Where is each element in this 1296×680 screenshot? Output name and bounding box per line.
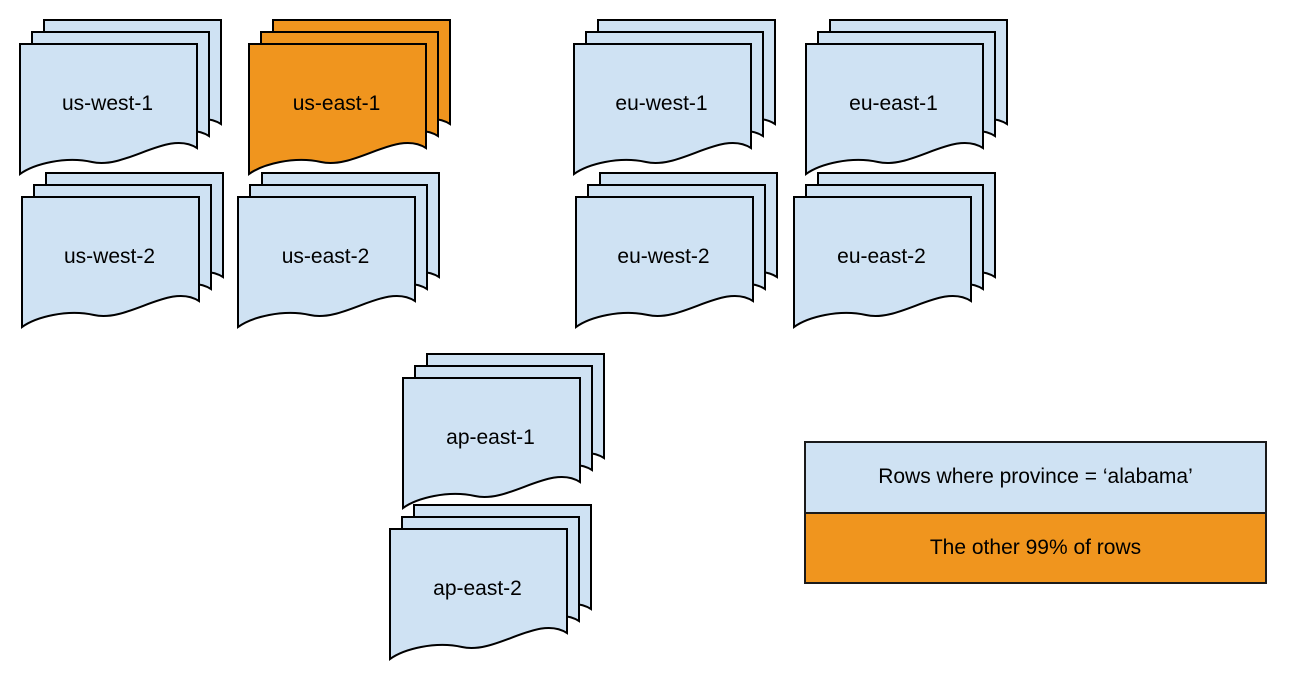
legend-item-label: The other 99% of rows: [929, 535, 1142, 559]
legend-item-label: Rows where province = ‘alabama’: [878, 465, 1193, 489]
region-stack-us-west-2: us-west-2: [21, 172, 225, 329]
legend-item-alabama-rows: Rows where province = ‘alabama’: [806, 443, 1265, 514]
document-stack-icon: [19, 19, 222, 175]
document-stack-icon: [573, 19, 776, 175]
region-stack-eu-west-2: eu-west-2: [575, 172, 779, 329]
document-stack-icon: [805, 19, 1008, 175]
document-stack-icon: [389, 504, 592, 660]
region-stack-eu-east-1: eu-east-1: [805, 19, 1009, 176]
legend-box: Rows where province = ‘alabama’ The othe…: [804, 441, 1267, 584]
region-stack-ap-east-2: ap-east-2: [389, 504, 593, 661]
region-stack-us-east-1: us-east-1: [248, 19, 452, 176]
region-stack-ap-east-1: ap-east-1: [402, 353, 606, 510]
document-stack-icon: [248, 19, 451, 175]
region-stack-eu-west-1: eu-west-1: [573, 19, 777, 176]
legend-item-other-rows: The other 99% of rows: [806, 513, 1265, 582]
document-stack-icon: [237, 172, 440, 328]
document-stack-icon: [402, 353, 605, 509]
document-stack-icon: [575, 172, 778, 328]
region-stack-eu-east-2: eu-east-2: [793, 172, 997, 329]
region-stack-us-west-1: us-west-1: [19, 19, 223, 176]
region-stack-us-east-2: us-east-2: [237, 172, 441, 329]
document-stack-icon: [793, 172, 996, 328]
document-stack-icon: [21, 172, 224, 328]
